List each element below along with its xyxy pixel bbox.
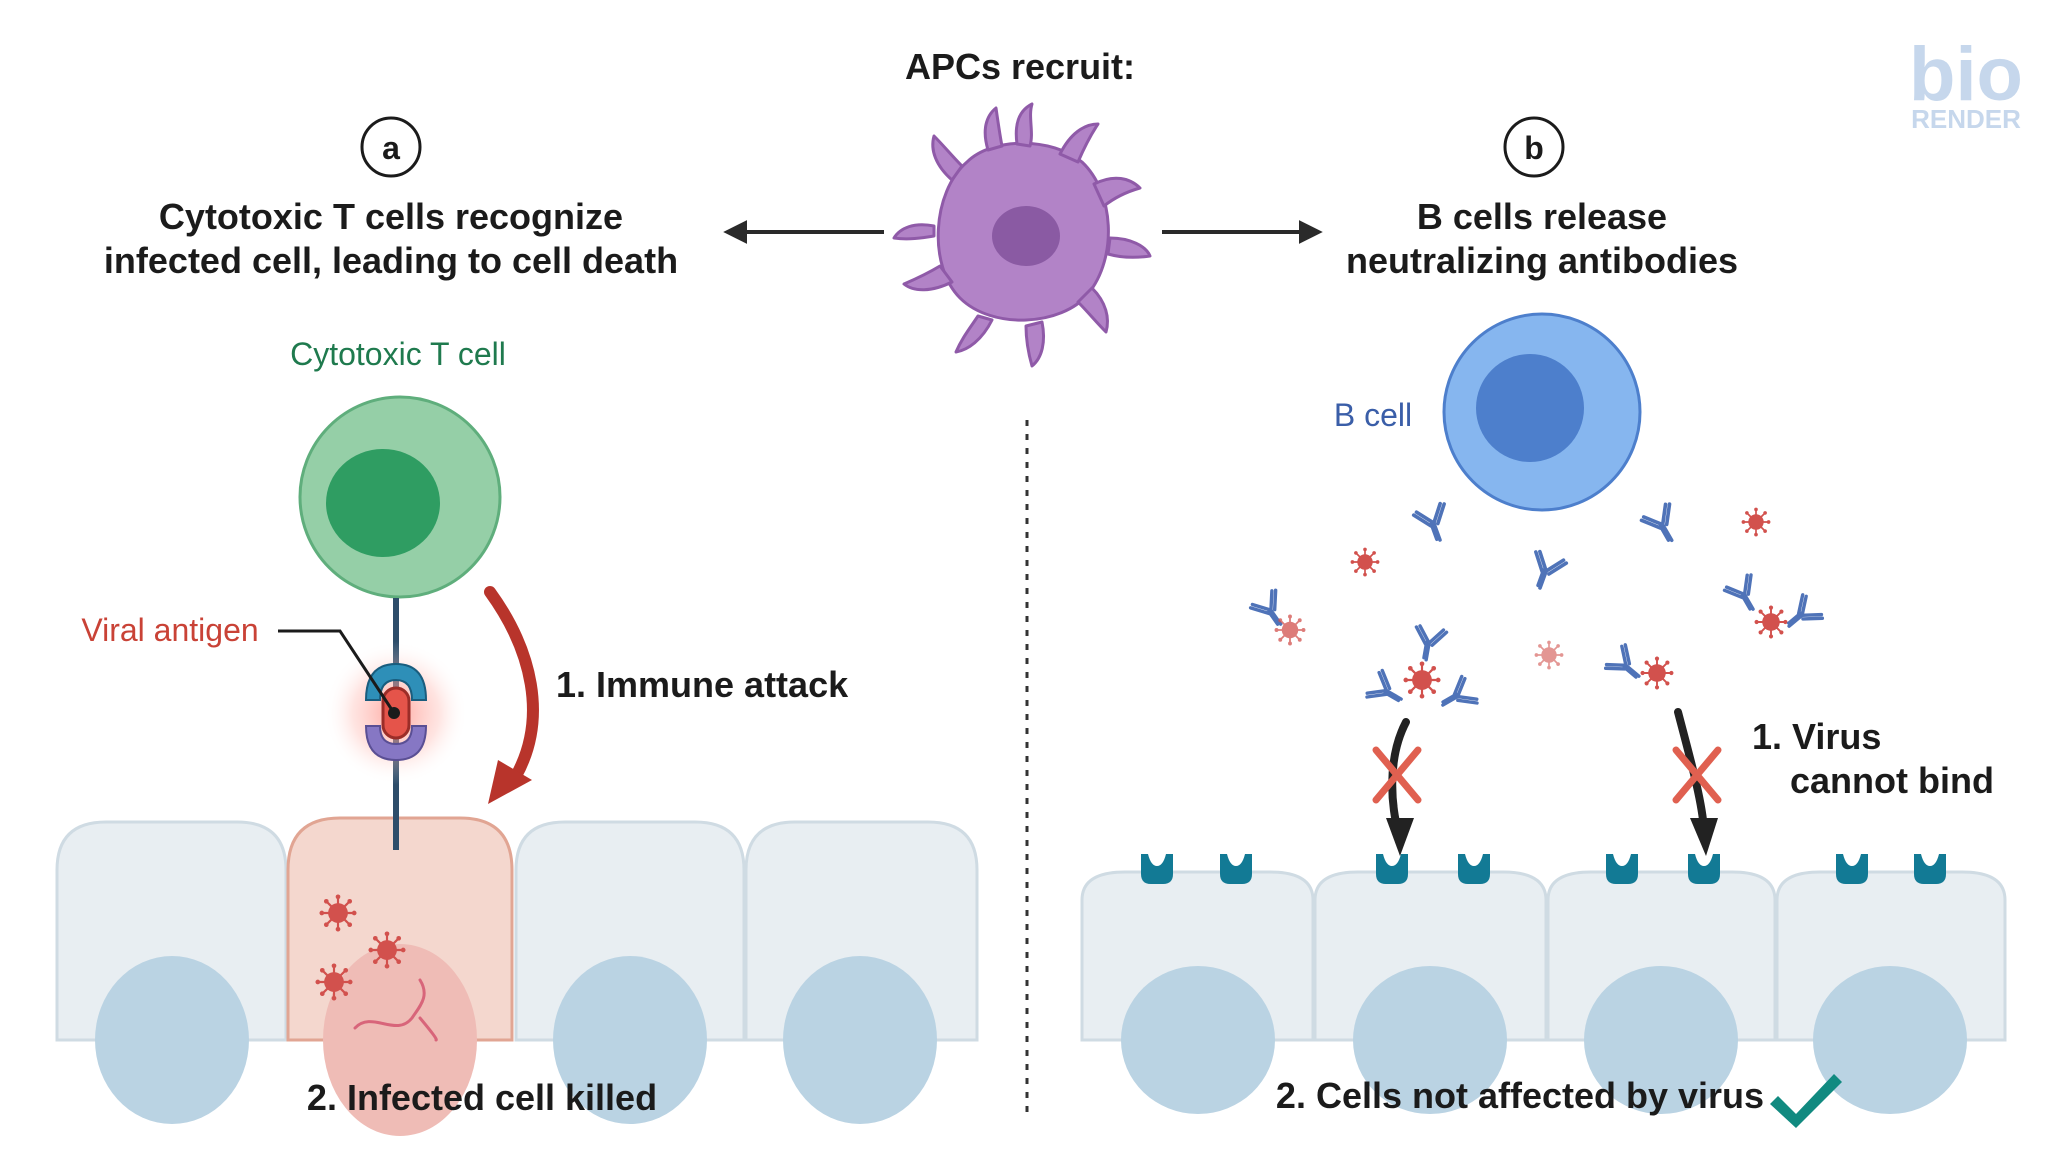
svg-text:RENDER: RENDER	[1911, 104, 2021, 134]
svg-text:a: a	[382, 130, 400, 166]
antigen-label: Viral antigen	[81, 612, 258, 648]
tcell-label: Cytotoxic T cell	[290, 336, 506, 372]
panel-b-heading-line1: B cells release	[1417, 196, 1667, 237]
neutralized-virus	[1247, 587, 1307, 647]
step1-virus-cannot-bind-line1: 1. Virus	[1752, 716, 1881, 757]
epithelium-b	[1080, 870, 2007, 1114]
blocked-arrow-right	[1672, 708, 1722, 856]
step2-cells-not-affected: 2. Cells not affected by virus	[1276, 1075, 1764, 1116]
neutralized-virus	[1721, 571, 1826, 640]
receptor-icon	[1836, 854, 1868, 884]
bcell-label: B cell	[1334, 397, 1412, 433]
panel-a-badge: a	[360, 116, 422, 178]
receptor-icon	[1220, 854, 1252, 884]
virus-icon	[367, 930, 407, 970]
b-cell	[1442, 312, 1642, 512]
virus-icon	[1349, 546, 1381, 578]
panel-a-heading-line2: infected cell, leading to cell death	[104, 240, 678, 281]
virus-icon	[314, 962, 354, 1002]
antibody-icon	[1522, 548, 1569, 596]
antigen-leader-line	[278, 629, 396, 714]
receptor-icon	[1376, 854, 1408, 884]
epithelium-a	[55, 820, 979, 1124]
tcr-mhc-complex	[364, 662, 428, 762]
receptor-icon	[1458, 854, 1490, 884]
virus-icon	[1533, 639, 1565, 671]
antibody-icon	[1638, 500, 1688, 551]
panel-b-heading-line2: neutralizing antibodies	[1346, 240, 1738, 281]
blocked-arrow-left	[1372, 718, 1422, 856]
svg-text:b: b	[1524, 130, 1544, 166]
panel-b-badge: b	[1503, 116, 1565, 178]
cytotoxic-t-cell	[298, 395, 502, 599]
neutralized-virus	[1363, 623, 1481, 721]
step1-immune-attack: 1. Immune attack	[556, 664, 849, 705]
virus-icon	[1740, 506, 1772, 538]
receptor-icon	[1606, 854, 1638, 884]
step2-infected-cell-killed: 2. Infected cell killed	[307, 1077, 657, 1118]
receptor-icon	[1688, 854, 1720, 884]
antibody-icon	[1411, 500, 1458, 548]
immune-attack-arrow	[484, 586, 539, 804]
receptor-icon	[1914, 854, 1946, 884]
biorender-logo: bio RENDER	[1909, 32, 2023, 134]
apc-title: APCs recruit:	[905, 46, 1135, 87]
receptor-icon	[1141, 854, 1173, 884]
svg-text:bio: bio	[1909, 32, 2023, 117]
neutralized-virus	[1602, 642, 1675, 691]
panel-a-heading-line1: Cytotoxic T cells recognize	[159, 196, 623, 237]
infected-cell	[286, 816, 514, 1136]
check-icon	[1770, 1074, 1842, 1128]
apc-cell	[892, 102, 1152, 368]
virus-icon	[318, 893, 358, 933]
step1-virus-cannot-bind-line2: cannot bind	[1790, 760, 1994, 801]
